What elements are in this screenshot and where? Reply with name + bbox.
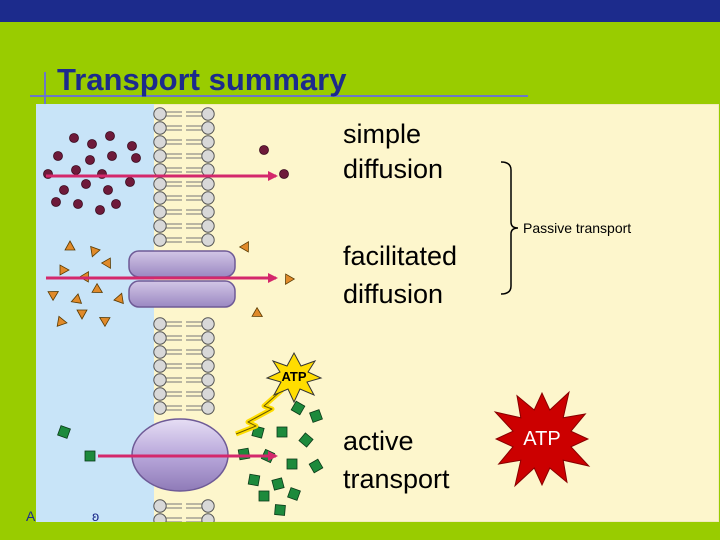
simple-diffusion-label-line2: diffusion bbox=[343, 154, 443, 184]
footer-logo-icon: ʚ bbox=[92, 508, 100, 524]
atp-burst-small-icon: ATP bbox=[265, 351, 323, 404]
title-rule-vertical bbox=[44, 72, 46, 108]
atp-big-label: ATP bbox=[523, 428, 560, 450]
simple-diffusion-label-line1: simple bbox=[343, 119, 421, 149]
slide-title: Transport summary bbox=[57, 62, 347, 97]
facilitated-diffusion-label-line2: diffusion bbox=[343, 279, 443, 309]
footer-text: A bbox=[26, 508, 36, 524]
molecule-squares bbox=[57, 400, 324, 516]
active-transport-label-line1: active bbox=[343, 426, 414, 456]
active-transport-label-line2: transport bbox=[343, 464, 450, 494]
atp-small-label: ATP bbox=[281, 369, 306, 384]
channel-protein bbox=[128, 250, 236, 308]
passive-transport-bracket bbox=[500, 161, 519, 295]
transport-diagram: ATP ATP simple diffusion facilitated dif… bbox=[36, 104, 719, 522]
facilitated-diffusion-label-line1: facilitated bbox=[343, 241, 457, 271]
top-banner bbox=[0, 0, 720, 22]
title-rule-horizontal bbox=[30, 95, 528, 97]
atp-burst-big-icon: ATP bbox=[493, 390, 591, 488]
molecule-circles bbox=[43, 131, 289, 215]
cell-membrane bbox=[153, 107, 215, 522]
energy-lightning-outline-icon bbox=[235, 389, 283, 435]
passive-transport-label: Passive transport bbox=[523, 220, 631, 236]
